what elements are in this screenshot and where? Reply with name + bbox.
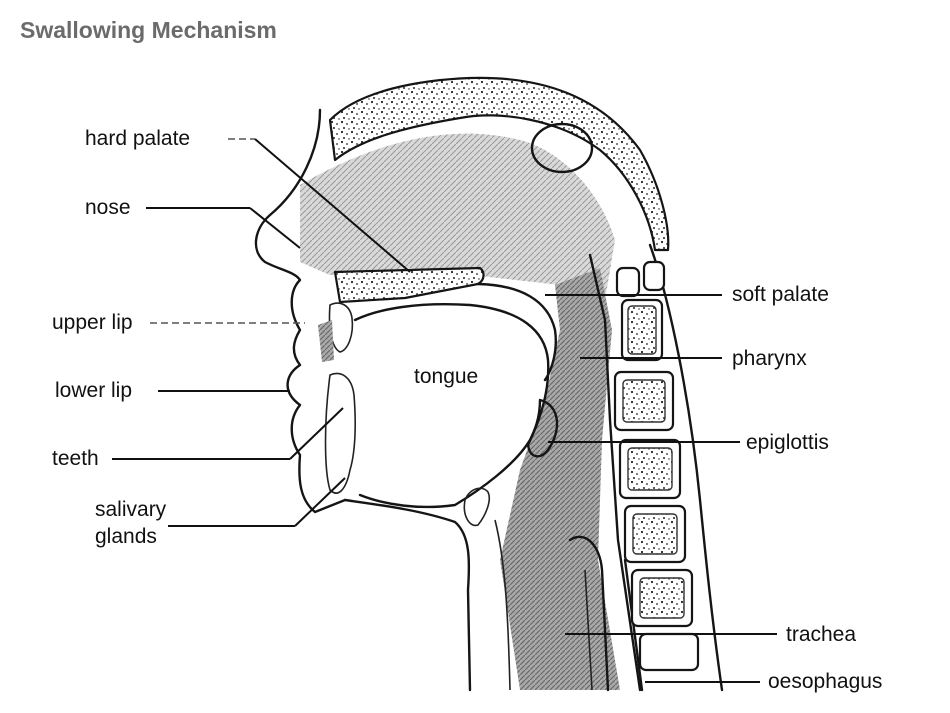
pharynx-shading (500, 268, 620, 690)
epiglottis-shape (526, 398, 559, 458)
label-soft-palate: soft palate (732, 283, 829, 306)
lip-inner (318, 320, 334, 362)
label-oesophagus: oesophagus (768, 670, 882, 693)
sinus (530, 122, 594, 174)
label-nose: nose (85, 196, 131, 219)
diagram-title: Swallowing Mechanism (20, 17, 277, 43)
label-salivary-line1: salivary (95, 498, 167, 521)
face-profile (254, 108, 347, 514)
label-lower-lip: lower lip (55, 379, 132, 402)
leader-lines (112, 138, 777, 683)
nasal-cavity (300, 133, 615, 300)
spine-front (588, 253, 642, 692)
trachea-tube (568, 535, 610, 692)
soft-palate-shape (476, 282, 557, 382)
label-teeth: teeth (52, 447, 99, 470)
hard-palate-bone (333, 266, 485, 304)
label-pharynx: pharynx (732, 347, 807, 370)
trachea-inner (584, 569, 593, 691)
labels: hard palate nose upper lip lower lip tee… (52, 127, 882, 693)
head-cross-section (254, 76, 724, 692)
skull-base (328, 76, 670, 252)
lower-teeth (324, 372, 356, 494)
tongue-shape (353, 303, 550, 509)
label-tongue: tongue (414, 365, 478, 388)
label-hard-palate: hard palate (85, 127, 190, 150)
spine-back (648, 243, 724, 692)
label-upper-lip: upper lip (52, 311, 133, 334)
label-salivary-line2: glands (95, 525, 157, 548)
vertebrae (613, 260, 700, 672)
label-epiglottis: epiglottis (746, 431, 829, 454)
jaw-neck (343, 498, 472, 692)
hyoid (463, 487, 491, 527)
label-trachea: trachea (786, 623, 856, 646)
neck-inner (494, 519, 511, 691)
